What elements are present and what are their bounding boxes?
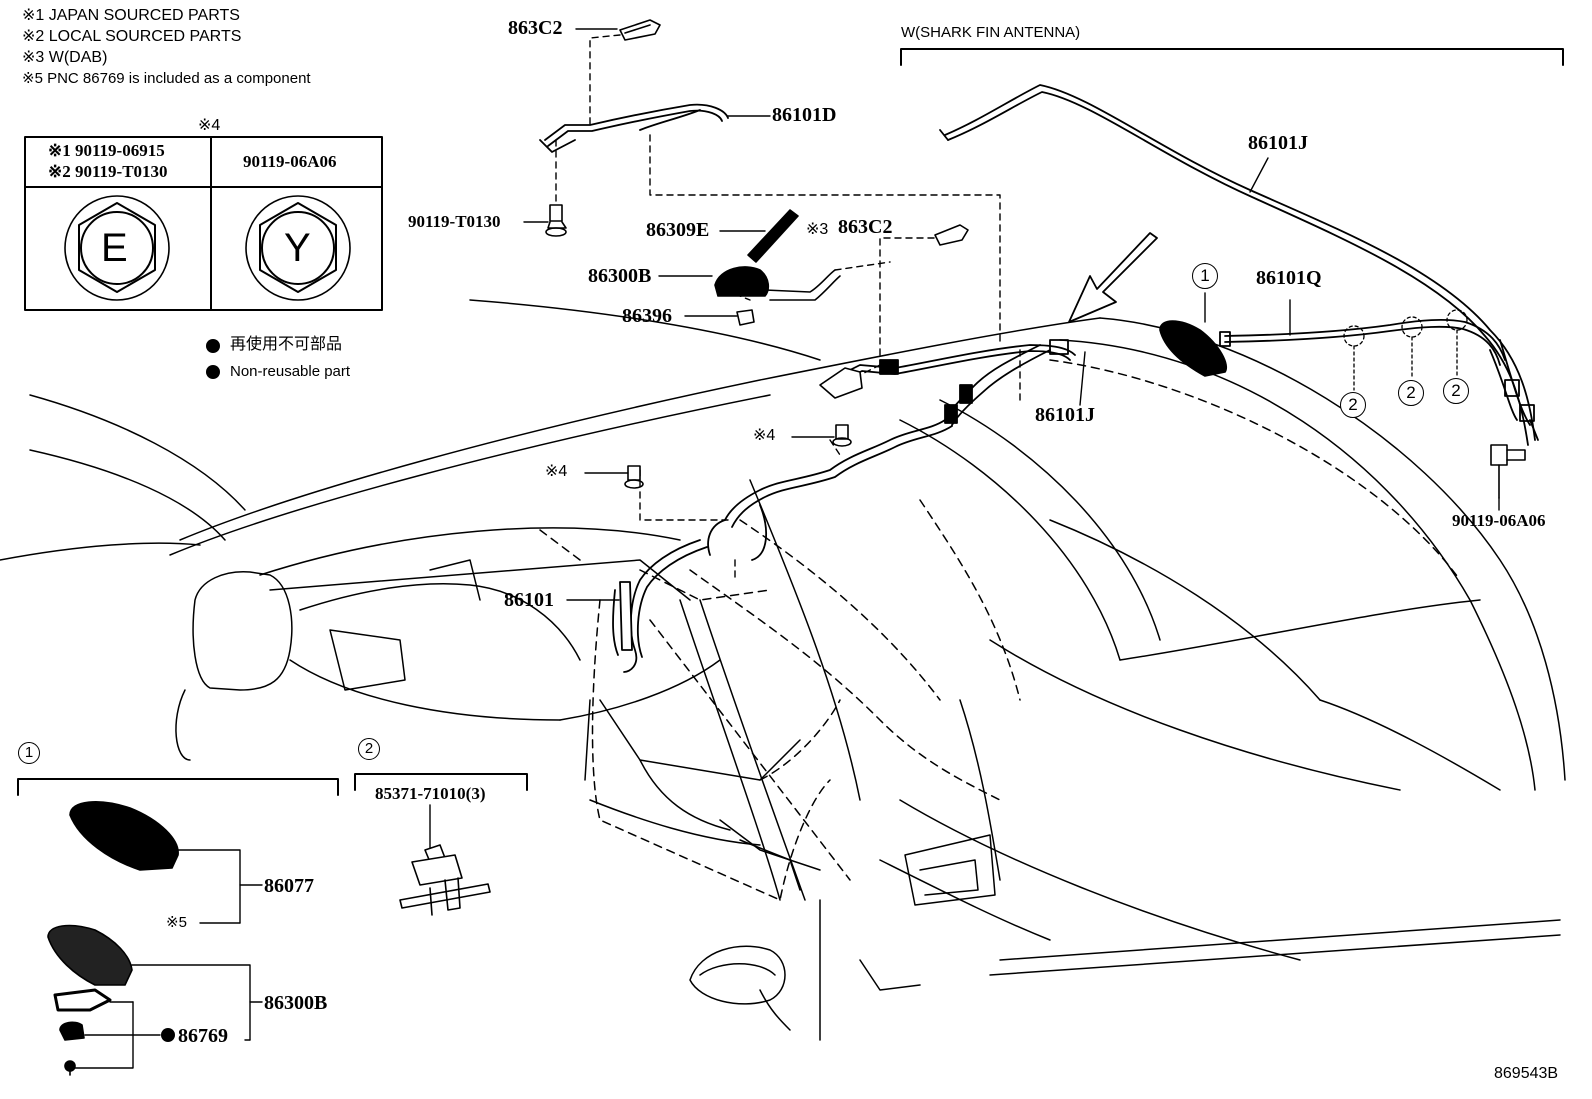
antenna-base-86300b-detail-icon (47, 924, 133, 986)
label-86300b-detail: 86300B (264, 992, 328, 1014)
callout-2-clip-c: 2 (1443, 378, 1469, 404)
label-86101: 86101 (504, 589, 554, 611)
label-86309e: 86309E (646, 219, 710, 241)
non-reusable-dot-icon (206, 365, 220, 379)
label-86101j-mid: 86101J (1035, 404, 1095, 426)
callout-2-clip-a: 2 (1340, 392, 1366, 418)
label-86769: 86769 (178, 1025, 228, 1047)
label-85371-71010: 85371-71010(3) (375, 784, 486, 803)
bolt-y-icon (245, 195, 351, 301)
screw-icon (64, 1060, 76, 1076)
view-arrow-icon (1068, 232, 1158, 323)
antenna-base-86300b-icon (714, 266, 841, 301)
shark-fin-bracket (900, 48, 1564, 66)
label-mark4-a: ※4 (753, 427, 776, 444)
label-863c2-mid: 863C2 (838, 216, 893, 238)
diagram-id: 869543B (1494, 1065, 1559, 1082)
harness-86101d (539, 103, 729, 153)
bolt-mark4-icon (832, 424, 852, 447)
connector-863c2-icon (934, 224, 969, 246)
label-86396: 86396 (622, 305, 672, 327)
bracket-icon (819, 367, 863, 399)
bolt-90119-t0130-icon (545, 204, 567, 237)
non-reusable-dot-icon (206, 339, 220, 353)
rod-antenna-86309e-icon (747, 209, 799, 263)
harness-86101q (1219, 318, 1539, 441)
detail-1-leaders (74, 849, 263, 1069)
bolt-90119-06a06-icon (1490, 444, 1526, 499)
bolt-e-letter: E (101, 226, 128, 270)
detail-2-bracket (354, 773, 528, 791)
shark-fin-antenna-icon (1159, 320, 1227, 377)
fastener-local-part: ※2 90119-T0130 (48, 162, 168, 181)
gasket-icon (53, 988, 112, 1012)
label-863c2-top: 863C2 (508, 17, 563, 39)
label-mark3: ※3 (806, 221, 829, 238)
note-dab: ※3 W(DAB) (22, 49, 108, 66)
shark-fin-cover-86077-icon (69, 801, 179, 871)
note-japan-sourced: ※1 JAPAN SOURCED PARTS (22, 7, 240, 24)
legend-non-reusable-jp: 再使用不可部品 (230, 336, 343, 353)
label-86077: 86077 (264, 875, 314, 897)
legend-non-reusable-en: Non-reusable part (230, 363, 351, 380)
callout-2-clip-b: 2 (1398, 380, 1424, 406)
label-mark5: ※5 (166, 914, 187, 931)
clip-marker-circles (1343, 309, 1468, 391)
callout-1-shark-fin: 1 (1192, 263, 1218, 289)
connector-863c2-icon (619, 19, 661, 41)
detail-1-bracket (17, 778, 339, 796)
harness-86101 (612, 339, 1076, 673)
shark-fin-title: W(SHARK FIN ANTENNA) (901, 24, 1081, 41)
callout-1-detail: 1 (18, 742, 40, 764)
label-86101d: 86101D (772, 104, 837, 126)
clip-85371-icon (399, 844, 491, 916)
label-86101j-top: 86101J (1248, 132, 1308, 154)
bolt-e-icon (64, 195, 170, 301)
fastener-japan-part: ※1 90119-06915 (48, 141, 165, 160)
nut-86769-icon (59, 1021, 85, 1041)
label-90119-06a06: 90119-06A06 (1452, 511, 1546, 530)
nut-86396-icon (736, 309, 755, 326)
leader-lines (523, 28, 1500, 601)
note-local-sourced: ※2 LOCAL SOURCED PARTS (22, 28, 242, 45)
label-86300b-main: 86300B (588, 265, 652, 287)
bolt-y-letter: Y (284, 226, 311, 270)
label-86101q: 86101Q (1256, 267, 1322, 289)
non-reusable-dot-icon (161, 1028, 175, 1042)
callout-2-detail: 2 (358, 738, 380, 760)
label-90119-t0130: 90119-T0130 (408, 212, 501, 231)
vehicle-body-outline (0, 299, 1566, 1041)
body-dashed-outline (539, 359, 1461, 901)
label-mark4-b: ※4 (545, 463, 568, 480)
fastener-06a06-header: 90119-06A06 (243, 152, 337, 171)
fastener-table-note-mark: ※4 (198, 117, 221, 134)
fastener-table-frame (24, 136, 383, 311)
note-pnc-component: ※5 PNC 86769 is included as a component (22, 70, 311, 87)
